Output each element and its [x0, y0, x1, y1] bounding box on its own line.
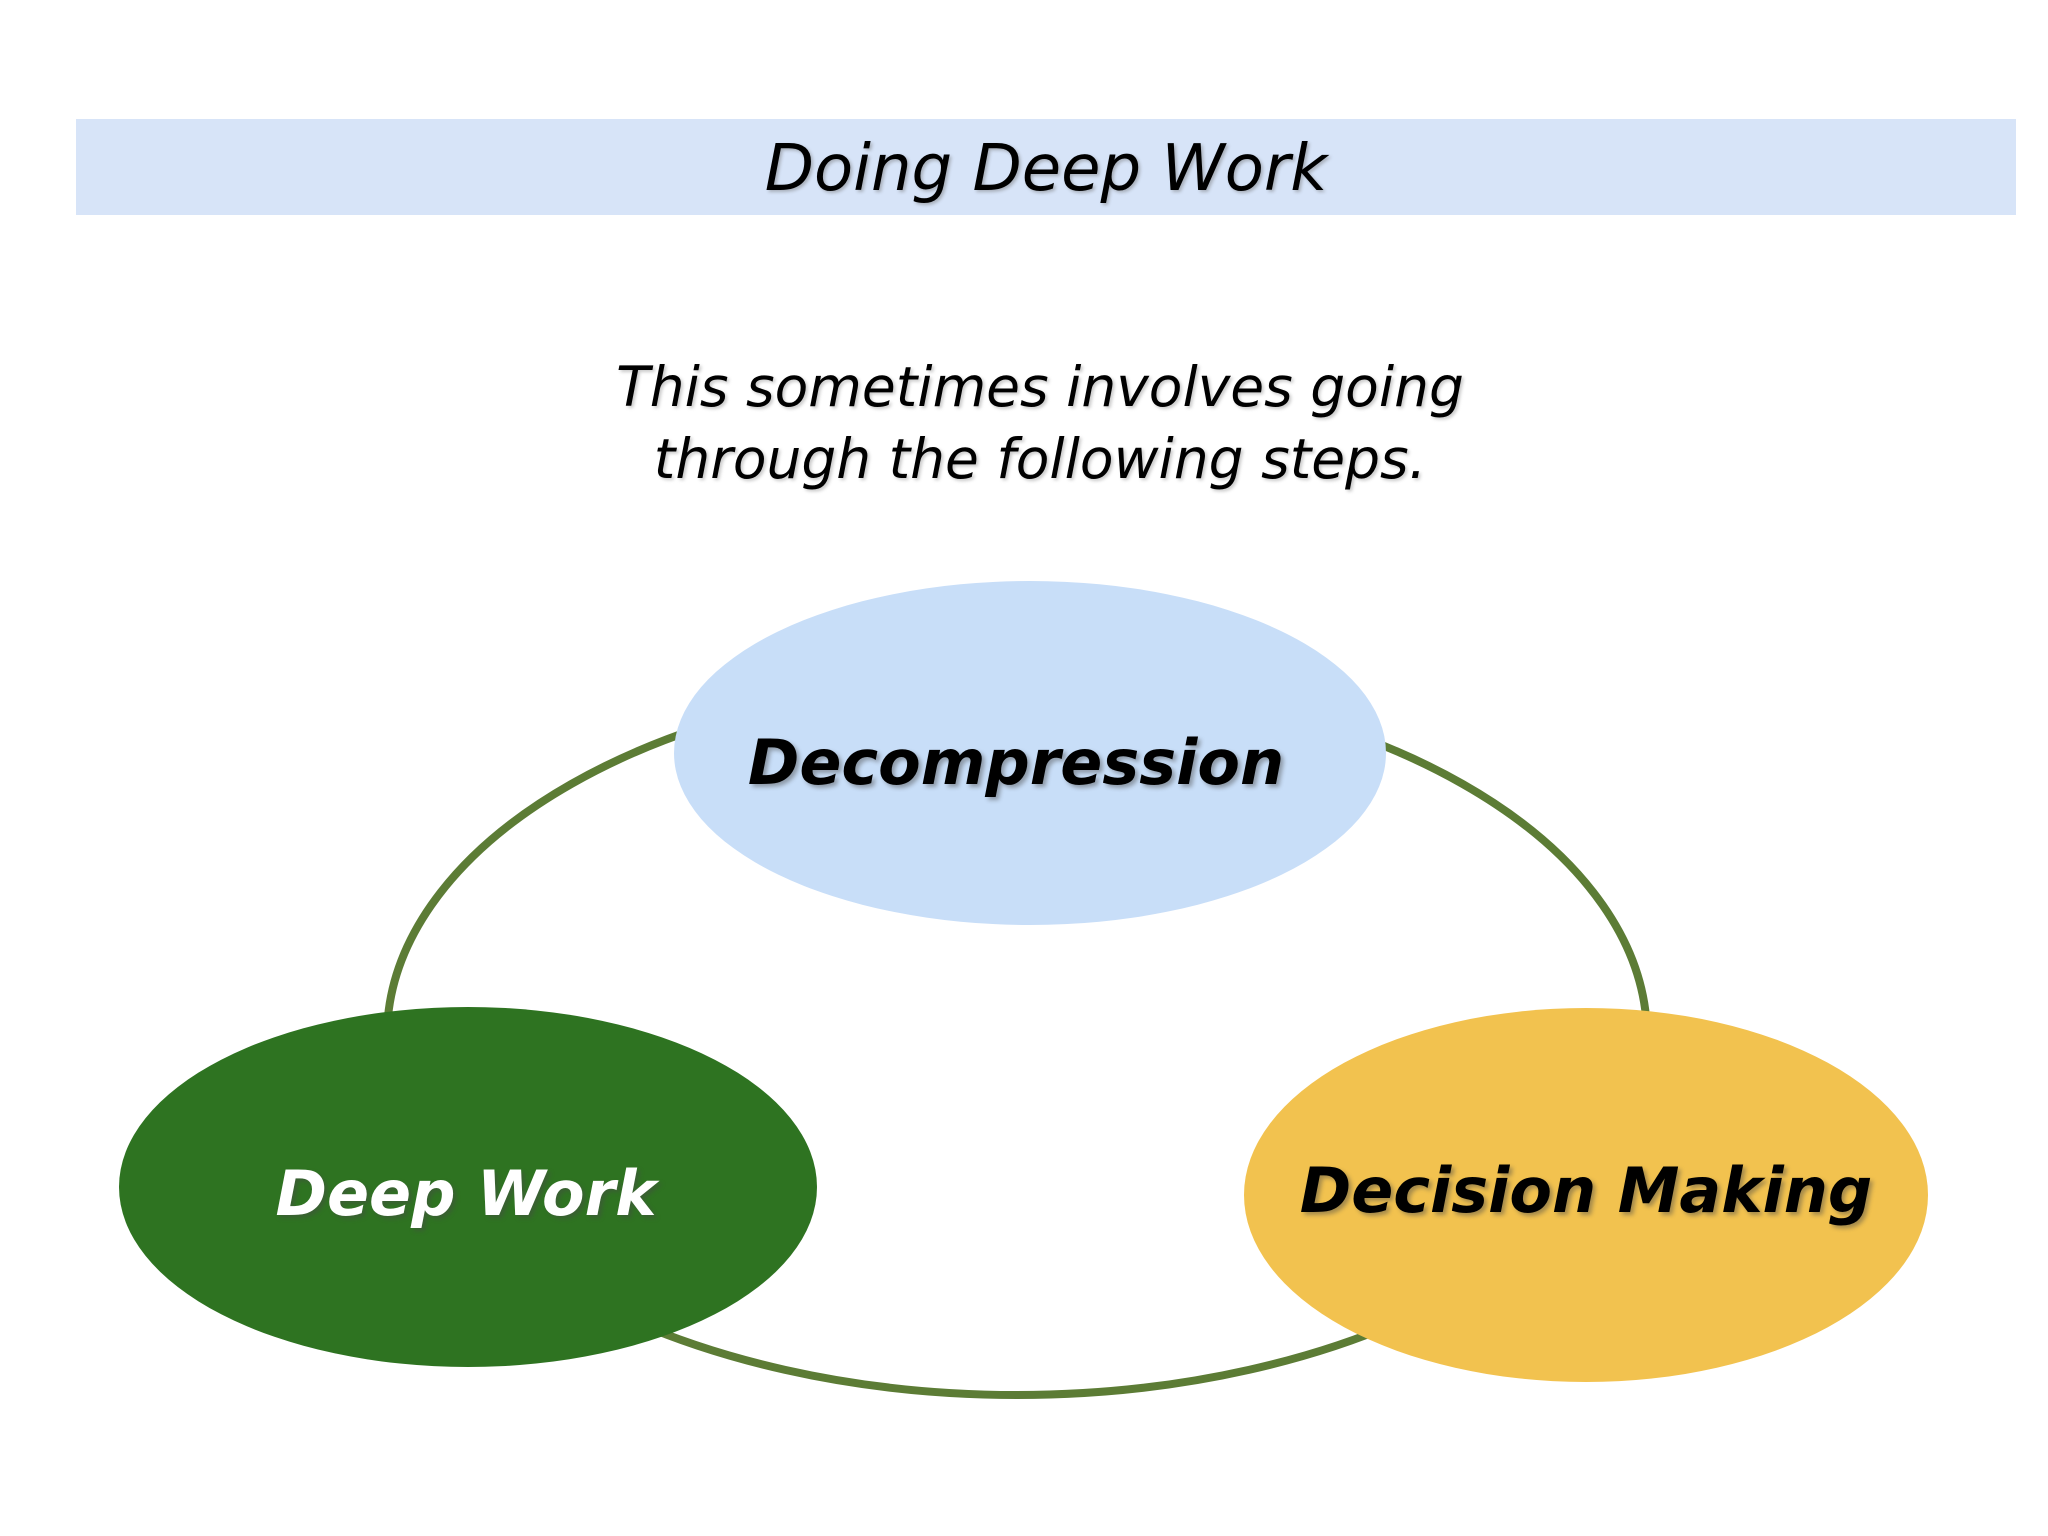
title-banner — [76, 119, 2016, 215]
node-decompression — [674, 581, 1386, 925]
node-decision-making — [1244, 1008, 1928, 1382]
node-decision-making-label: Decision Making — [1300, 1154, 1873, 1227]
subtitle-line-2: through the following steps. — [654, 427, 1426, 491]
node-deep-work — [119, 1007, 817, 1367]
node-decompression-label: Decompression — [748, 726, 1284, 799]
slide-title: Doing Deep Work — [765, 132, 1331, 206]
node-deep-work-label: Deep Work — [276, 1157, 661, 1230]
subtitle-line-1: This sometimes involves going — [616, 355, 1464, 419]
